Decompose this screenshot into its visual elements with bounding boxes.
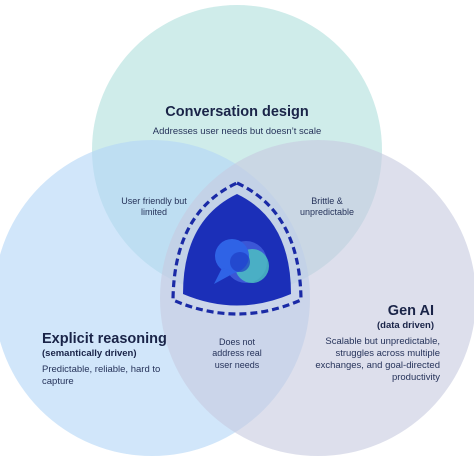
gen-ai-subtitle: (data driven): [376, 320, 434, 331]
explicit-reasoning-subtitle: (semantically driven): [42, 348, 137, 359]
explicit-reasoning-description: Predictable, reliable, hard to capture: [42, 364, 161, 387]
overlap-design-genai-label: Brittle & unpredictable: [299, 196, 355, 218]
gen-ai-title: Gen AI: [387, 303, 434, 319]
conversation-design-description: Addresses user needs but doesn’t scale: [152, 126, 322, 137]
overlap-reasoning-genai-label: Does not address real user needs: [212, 337, 262, 370]
gen-ai-description: Scalable but unpredictable, struggles ac…: [315, 336, 440, 383]
overlap-design-reasoning-label: User friendly but limited: [121, 196, 187, 218]
explicit-reasoning-title: Explicit reasoning: [42, 331, 167, 347]
chat-bubbles-logo-icon: [214, 239, 269, 284]
conversation-design-title: Conversation design: [165, 104, 309, 120]
